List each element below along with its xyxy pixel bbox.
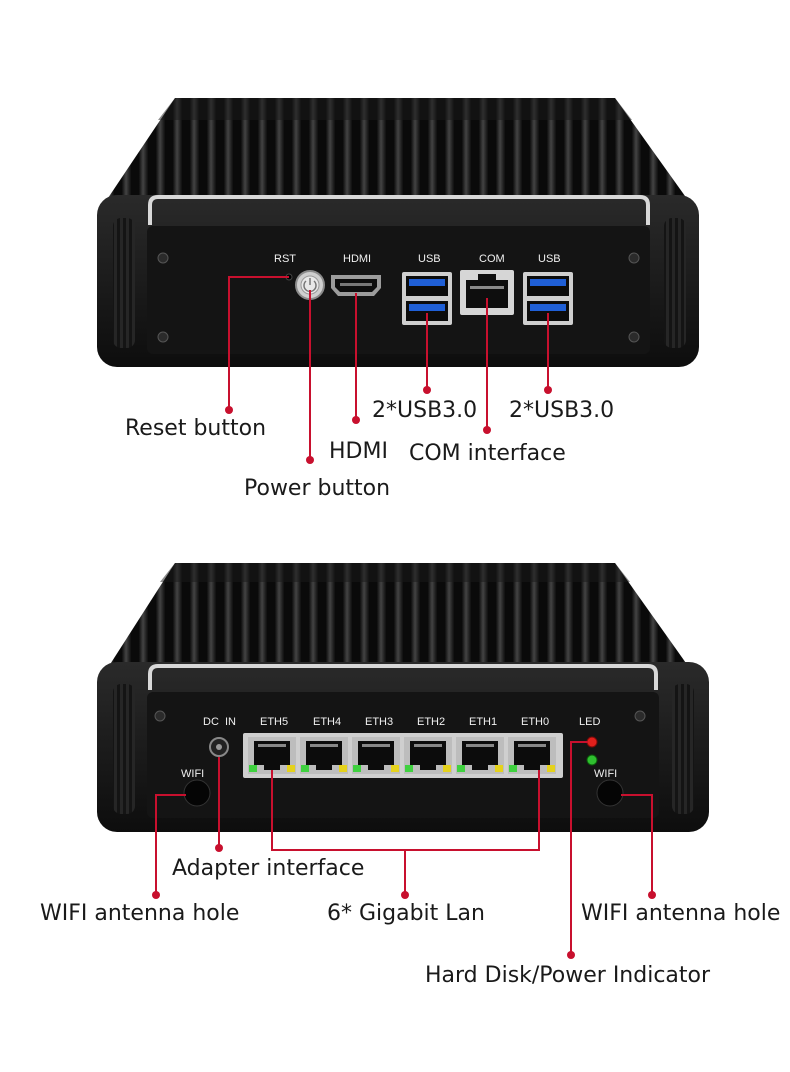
label-rst: RST xyxy=(274,253,296,265)
top-left-vent xyxy=(113,218,135,348)
port-led-yellow xyxy=(287,765,295,772)
port-led-yellow xyxy=(547,765,555,772)
callout-wifi-antenna-right: WIFI antenna hole xyxy=(581,901,781,926)
port-led-green xyxy=(249,765,257,772)
usb-port-stack-right xyxy=(523,272,573,325)
label-usb-right: USB xyxy=(538,253,561,265)
port-led-yellow xyxy=(443,765,451,772)
port-led-green xyxy=(457,765,465,772)
ethernet-port xyxy=(508,737,556,774)
top-right-vent xyxy=(664,218,686,348)
top-device: RST HDMI USB COM USB xyxy=(97,98,699,464)
label-dc-in: DC IN xyxy=(203,716,236,728)
top-callout-dots xyxy=(225,386,552,464)
screw-icon xyxy=(157,331,169,343)
callout-adapter-interface: Adapter interface xyxy=(172,856,365,881)
callout-indicator: Hard Disk/Power Indicator xyxy=(425,963,711,988)
label-eth5: ETH5 xyxy=(260,716,288,728)
bottom-callout-lines xyxy=(155,741,653,955)
label-wifi-right: WIFI xyxy=(594,768,617,780)
screw-icon xyxy=(634,710,646,722)
top-callout-lines xyxy=(228,276,549,460)
ethernet-ports xyxy=(248,737,556,774)
callout-usb-right: 2*USB3.0 xyxy=(509,398,615,423)
top-front-panel xyxy=(147,226,650,354)
callout-gigabit-lan: 6* Gigabit Lan xyxy=(327,901,485,926)
dc-jack xyxy=(209,737,229,757)
label-eth2: ETH2 xyxy=(417,716,445,728)
label-eth1: ETH1 xyxy=(469,716,497,728)
bottom-right-vent xyxy=(672,684,694,814)
label-eth0: ETH0 xyxy=(521,716,549,728)
port-led-green xyxy=(301,765,309,772)
label-led: LED xyxy=(579,716,600,728)
bottom-left-vent xyxy=(113,684,135,814)
com-port xyxy=(460,270,514,315)
led-green xyxy=(586,754,598,766)
hdmi-port xyxy=(331,275,381,296)
port-led-green xyxy=(509,765,517,772)
label-usb-left: USB xyxy=(418,253,441,265)
port-led-yellow xyxy=(495,765,503,772)
callout-hdmi: HDMI xyxy=(329,439,388,464)
bottom-device: DC IN ETH5 ETH4 ETH3 ETH2 ETH1 ETH0 LED … xyxy=(97,563,709,959)
ethernet-port xyxy=(300,737,348,774)
callout-usb-left: 2*USB3.0 xyxy=(372,398,478,423)
callout-reset-button: Reset button xyxy=(125,416,267,441)
screw-icon xyxy=(157,252,169,264)
screw-icon xyxy=(628,331,640,343)
top-heatsink xyxy=(100,98,695,210)
port-led-yellow xyxy=(339,765,347,772)
ethernet-port xyxy=(248,737,296,774)
port-led-green xyxy=(405,765,413,772)
callout-power-button: Power button xyxy=(244,476,391,501)
screw-icon xyxy=(154,710,166,722)
usb-port-stack-left xyxy=(402,272,452,325)
port-led-green xyxy=(353,765,361,772)
label-hdmi: HDMI xyxy=(343,253,371,265)
label-eth4: ETH4 xyxy=(313,716,341,728)
port-led-yellow xyxy=(391,765,399,772)
wifi-antenna-hole-left xyxy=(183,779,211,807)
ethernet-port xyxy=(456,737,504,774)
label-eth3: ETH3 xyxy=(365,716,393,728)
bottom-heatsink xyxy=(100,563,698,680)
wifi-antenna-hole-right xyxy=(596,779,624,807)
bottom-callout-dots xyxy=(152,844,656,959)
label-wifi-left: WIFI xyxy=(181,768,204,780)
led-red xyxy=(586,736,598,748)
callout-wifi-antenna-left: WIFI antenna hole xyxy=(40,901,240,926)
ethernet-port xyxy=(352,737,400,774)
screw-icon xyxy=(628,252,640,264)
callout-com-interface: COM interface xyxy=(409,441,566,466)
ethernet-port xyxy=(404,737,452,774)
label-com: COM xyxy=(479,253,505,265)
